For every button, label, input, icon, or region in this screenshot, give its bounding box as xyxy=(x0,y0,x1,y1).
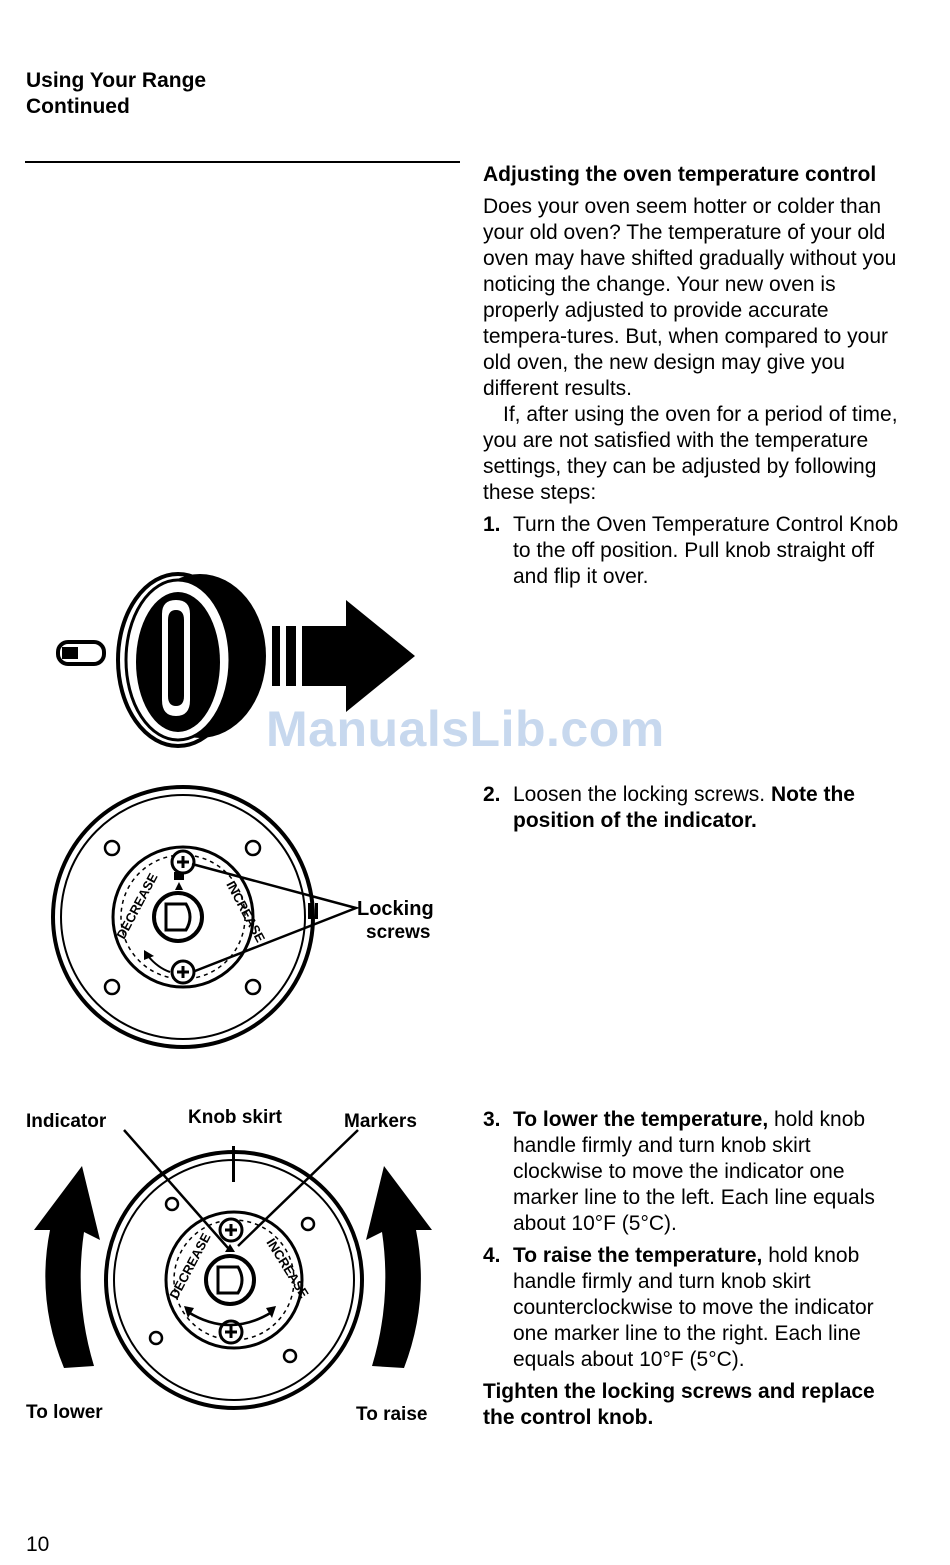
curved-arrow-up-icon xyxy=(366,1166,432,1368)
step-4: 4. To raise the temperature, hold knob h… xyxy=(483,1244,874,1371)
section-title: Adjusting the oven temperature control xyxy=(483,163,877,186)
knob-icon xyxy=(116,572,266,748)
knob-skirt-label: Knob skirt xyxy=(188,1107,283,1128)
to-raise-label: To raise xyxy=(356,1404,427,1425)
screw-icon xyxy=(218,1319,244,1345)
step-4-bold: To raise the temperature, xyxy=(513,1244,763,1267)
step-2: 2. Loosen the locking screws. Note the p… xyxy=(483,783,855,832)
step-2-block: 2. Loosen the locking screws. Note the p… xyxy=(483,782,903,834)
indicator-label: Indicator xyxy=(26,1111,107,1132)
page-number: 10 xyxy=(26,1533,50,1556)
step-2-text: Loosen the locking screws. xyxy=(513,783,771,806)
curved-arrow-down-icon xyxy=(34,1166,100,1368)
step-2-bold: Note the position of the indicator. xyxy=(513,783,855,832)
steps-list-a: 1. Turn the Oven Temperature Control Kno… xyxy=(483,512,903,590)
arrow-right-icon xyxy=(272,600,415,712)
screw-icon xyxy=(218,1217,244,1243)
closing-instruction: Tighten the locking screws and replace t… xyxy=(483,1380,875,1429)
figure-knob-removal xyxy=(56,572,415,748)
step-3: 3. To lower the temperature, hold knob h… xyxy=(483,1108,875,1235)
markers-label: Markers xyxy=(344,1111,417,1132)
intro-text: Adjusting the oven temperature control D… xyxy=(483,162,903,590)
screw-icon xyxy=(170,849,196,875)
watermark: ManualsLib.com xyxy=(266,701,665,757)
step-1-text: Turn the Oven Temperature Control Knob t… xyxy=(513,513,899,588)
steps-3-4-block: 3. To lower the temperature, hold knob h… xyxy=(483,1107,903,1431)
intro-paragraph: Does your oven seem hotter or colder tha… xyxy=(483,195,897,400)
shaft-icon xyxy=(56,640,106,666)
step-1: 1. Turn the Oven Temperature Control Kno… xyxy=(483,513,899,588)
figure-locking-screws: DECREASE INCREASE Locking screws xyxy=(51,785,434,1049)
steps-intro-paragraph: If, after using the oven for a period of… xyxy=(483,403,898,504)
header-line1: Using Your Range xyxy=(26,69,207,92)
to-lower-label: To lower xyxy=(26,1402,103,1423)
header-line2: Continued xyxy=(26,95,130,118)
locking-label-line1: Locking xyxy=(357,898,434,920)
section-header: Using Your Range Continued xyxy=(26,68,206,120)
header-divider xyxy=(25,161,460,163)
step-3-text: hold knob handle firmly and turn knob sk… xyxy=(513,1108,875,1235)
step-3-bold: To lower the temperature, xyxy=(513,1108,769,1131)
locking-label-line2: screws xyxy=(366,922,430,943)
screw-icon xyxy=(170,959,196,985)
figure-adjust-skirt: Indicator Knob skirt Markers To lower To… xyxy=(26,1107,432,1425)
step-4-text: hold knob handle firmly and turn knob sk… xyxy=(513,1244,874,1371)
